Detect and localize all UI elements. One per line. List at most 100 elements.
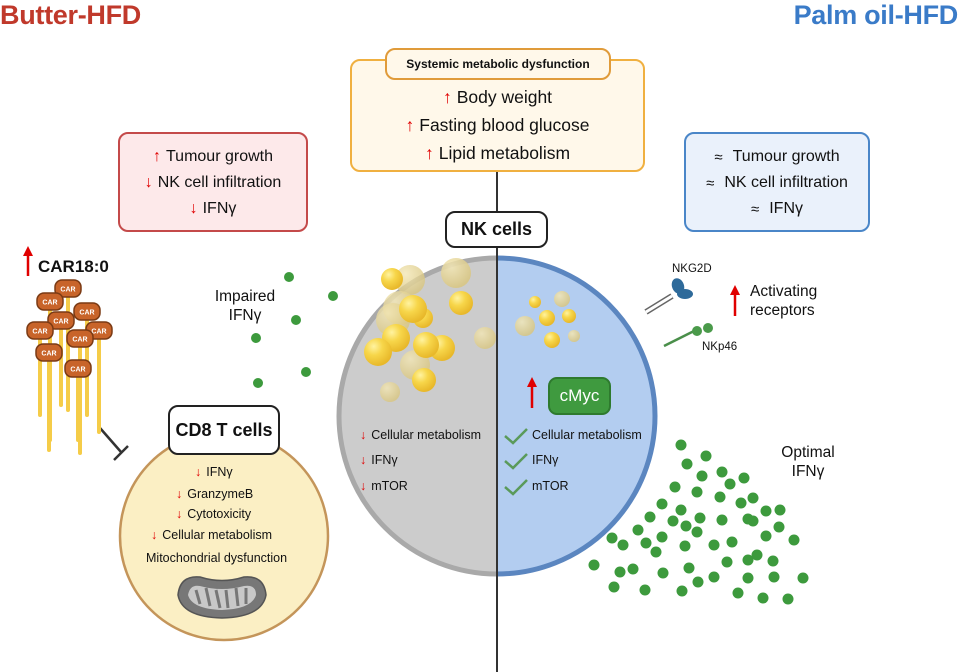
nk-cells-label: NK cells	[445, 211, 548, 248]
ifn-dot	[632, 524, 644, 536]
ifn-dot	[588, 559, 600, 571]
ifn-dot	[692, 576, 704, 588]
ifn-dot	[614, 566, 626, 578]
ifn-dot	[676, 585, 688, 597]
ifn-dot	[680, 520, 692, 532]
cd8-item: ↓Cellular metabolism	[151, 528, 273, 542]
nk-cell-palm-membrane	[496, 255, 658, 577]
palm-outcomes-box	[684, 132, 870, 232]
lipid-droplet	[412, 368, 436, 392]
inhibition-arrow-icon	[99, 427, 129, 461]
car18-label: CAR18:0	[38, 257, 109, 276]
systemic-item-lipid-metabolism: ↑ Lipid metabolism	[424, 143, 571, 163]
lipid-droplet	[515, 316, 535, 336]
ifn-dot	[767, 555, 779, 567]
lipid-droplet	[449, 291, 473, 315]
ifn-dot	[640, 537, 652, 549]
arrow-up-icon: ↑	[442, 87, 452, 107]
cmyc-up-arrow-icon	[527, 377, 537, 408]
lipid-droplet	[544, 332, 560, 348]
ifn-dot	[716, 466, 728, 478]
nk-palm-item: IFNγ	[532, 453, 559, 467]
ifn-dot	[301, 367, 311, 377]
car-molecule	[26, 321, 54, 340]
lipid-droplet	[364, 338, 392, 366]
ifn-dot	[708, 539, 720, 551]
ifn-dot	[608, 581, 620, 593]
ifn-dot	[760, 505, 772, 517]
car18-up-arrow-icon	[23, 246, 33, 276]
ifn-dot	[714, 491, 726, 503]
lipid-droplet	[413, 332, 439, 358]
nkg2d-receptor	[644, 278, 693, 315]
butter-outcomes-box	[118, 132, 308, 232]
ifn-dot	[788, 534, 800, 546]
lipid-droplet	[554, 291, 570, 307]
cd8-item: ↓GranzymeB	[176, 487, 254, 501]
butter-hfd-title: Butter-HFD	[0, 0, 141, 30]
nk-palm-item: mTOR	[532, 479, 569, 493]
mitochondrion-icon	[177, 576, 267, 619]
arrow-down-icon: ↓	[195, 465, 202, 479]
ifn-dot	[606, 532, 618, 544]
arrow-down-icon: ↓	[144, 174, 153, 191]
cd8-t-cells-label: CD8 T cells	[168, 405, 280, 455]
ifn-dot	[675, 439, 687, 451]
arrow-down-icon: ↓	[189, 200, 198, 217]
ifn-dot	[656, 531, 668, 543]
nkp46-label: NKp46	[702, 341, 738, 353]
ifn-dot	[738, 472, 750, 484]
activating-receptors-label: Activating receptors	[750, 283, 818, 319]
ifn-dot	[691, 526, 703, 538]
lipid-droplet	[539, 310, 555, 326]
ifn-dot	[675, 504, 687, 516]
nk-butter-item: ↓IFNγ	[360, 453, 398, 467]
ifn-dot	[708, 571, 720, 583]
ifn-dot	[669, 481, 681, 493]
arrow-down-icon: ↓	[151, 528, 158, 542]
ifn-dot	[251, 333, 261, 343]
arrow-down-icon: ↓	[360, 428, 367, 442]
impaired-ifn-dots	[251, 272, 338, 388]
cmyc-box: cMyc	[548, 377, 611, 415]
systemic-dysfunction-header: Systemic metabolic dysfunction	[385, 48, 611, 80]
ifn-dot	[747, 515, 759, 527]
lipid-droplet	[474, 327, 496, 349]
ifn-dot	[773, 521, 785, 533]
car-molecule-label: CAR	[32, 329, 47, 336]
ifn-dot	[742, 572, 754, 584]
systemic-item-body-weight: ↑ Body weight	[442, 87, 553, 107]
car-molecule-label: CAR	[91, 329, 106, 336]
palm-oil-hfd-title: Palm oil-HFD	[793, 0, 959, 30]
ifn-dot	[683, 562, 695, 574]
nk-butter-item: ↓Cellular metabolism	[360, 428, 482, 442]
cd8-item: ↓Cytotoxicity	[176, 507, 252, 521]
lipid-droplet	[399, 295, 427, 323]
ifn-dot	[724, 478, 736, 490]
ifn-dot	[700, 450, 712, 462]
car-molecule	[35, 343, 63, 362]
ifn-dot	[721, 556, 733, 568]
nk-palm-item: Cellular metabolism	[532, 428, 642, 442]
nk-butter-item: ↓mTOR	[360, 479, 408, 493]
lipid-droplets-butter	[364, 258, 496, 402]
ifn-dot	[644, 511, 656, 523]
cd8-item-mitochondrial: Mitochondrial dysfunction	[146, 551, 288, 565]
ifn-dot	[732, 587, 744, 599]
cd8-item: ↓IFNγ	[195, 465, 233, 479]
palm-item-tumour-growth: ≈ Tumour growth	[714, 148, 840, 166]
ifn-dot	[726, 536, 738, 548]
ifn-dot	[657, 567, 669, 579]
ifn-dot	[696, 470, 708, 482]
ifn-dot	[735, 497, 747, 509]
nkp46-receptor	[663, 323, 713, 348]
lipid-droplets-palm	[515, 291, 580, 348]
lipid-droplet	[562, 309, 576, 323]
ifn-dot	[716, 514, 728, 526]
lipid-droplet	[529, 296, 541, 308]
lipid-droplet	[380, 382, 400, 402]
lipid-droplet	[381, 268, 403, 290]
ifn-dot	[656, 498, 668, 510]
arrow-up-icon: ↑	[153, 148, 161, 165]
